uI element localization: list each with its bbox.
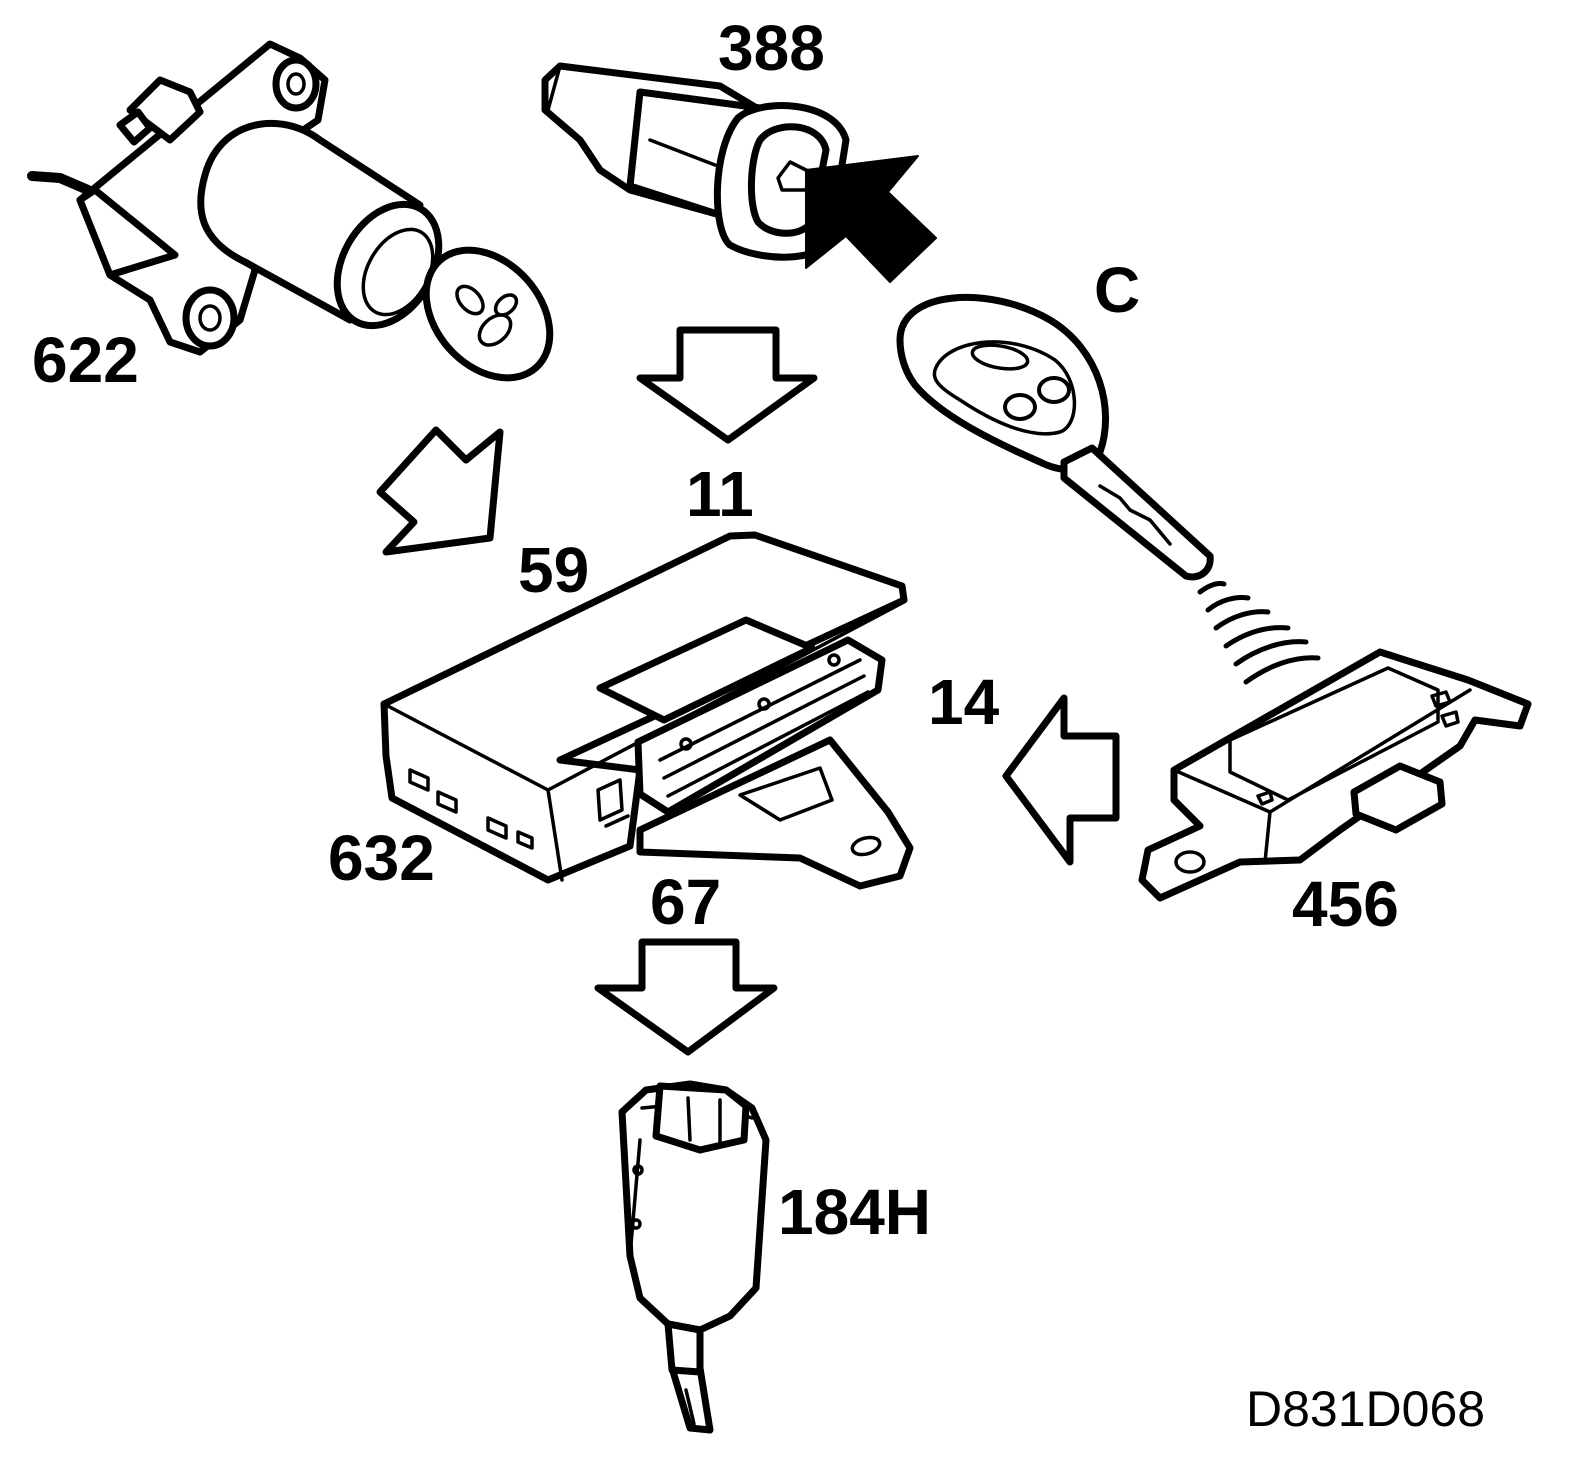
label-388: 388 (718, 12, 825, 84)
label-11: 11 (686, 458, 754, 530)
arrow-59 (376, 426, 504, 556)
label-184h: 184H (778, 1176, 931, 1248)
remote-key (896, 294, 1214, 581)
figure-code: D831D068 (1246, 1381, 1485, 1437)
diagnostic-connector (618, 1080, 770, 1434)
hood-switch (541, 62, 937, 283)
radio-waves (1197, 581, 1321, 685)
label-c: C (1094, 254, 1140, 326)
label-456: 456 (1292, 868, 1399, 940)
label-622: 622 (32, 324, 139, 396)
receiver-module (1138, 648, 1532, 902)
label-14: 14 (928, 666, 1000, 738)
label-67: 67 (650, 866, 721, 938)
arrow-11 (636, 326, 818, 444)
label-632: 632 (328, 822, 435, 894)
arrow-14 (1002, 694, 1120, 866)
ignition-lock-cylinder (27, 40, 554, 382)
label-59: 59 (518, 534, 589, 606)
control-module (380, 531, 914, 890)
arrow-67 (594, 938, 778, 1056)
